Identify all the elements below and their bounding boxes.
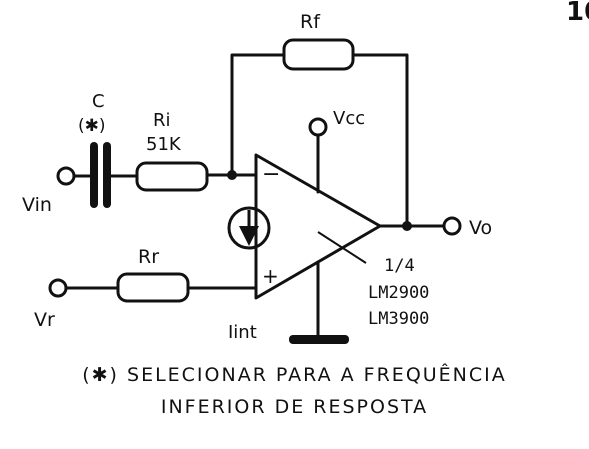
- ground-bar: [289, 335, 349, 344]
- label-c: C: [92, 91, 105, 112]
- node-inverting: [227, 170, 237, 180]
- label-minus: −: [262, 162, 280, 187]
- current-source-arrow-icon: [239, 226, 259, 246]
- label-vin: Vin: [22, 194, 52, 216]
- page-number-fragment: 10: [566, 0, 589, 27]
- feedback-wire: [230, 53, 286, 176]
- resistor-ri: [135, 161, 209, 192]
- label-plus: +: [262, 264, 279, 288]
- node-output: [402, 221, 412, 231]
- label-iint: Iint: [228, 322, 257, 343]
- label-ri: Ri: [153, 110, 171, 131]
- label-vcc: Vcc: [333, 108, 365, 129]
- vin-terminal: [56, 166, 76, 186]
- label-rf: Rf: [300, 11, 321, 33]
- label-vo: Vo: [469, 217, 492, 239]
- label-part1: LM2900: [368, 283, 429, 303]
- label-fraction: 1/4: [384, 256, 415, 276]
- label-part2: LM3900: [368, 309, 429, 329]
- caption-line-1: (✱) SELECIONAR PARA A FREQUÊNCIA: [82, 364, 507, 386]
- resistor-rf: [282, 38, 355, 71]
- part-pointer-line: [317, 231, 367, 264]
- feedback-wire-right: [351, 53, 409, 228]
- vcc-terminal: [308, 117, 328, 137]
- vo-terminal: [442, 216, 462, 236]
- resistor-rr: [116, 272, 190, 303]
- label-ri-value: 51K: [146, 134, 182, 155]
- label-c-star: (✱): [78, 116, 106, 136]
- label-rr: Rr: [138, 246, 159, 268]
- caption-line-2: INFERIOR DE RESPOSTA: [160, 396, 429, 418]
- label-vr: Vr: [34, 309, 55, 331]
- vr-terminal: [48, 278, 68, 298]
